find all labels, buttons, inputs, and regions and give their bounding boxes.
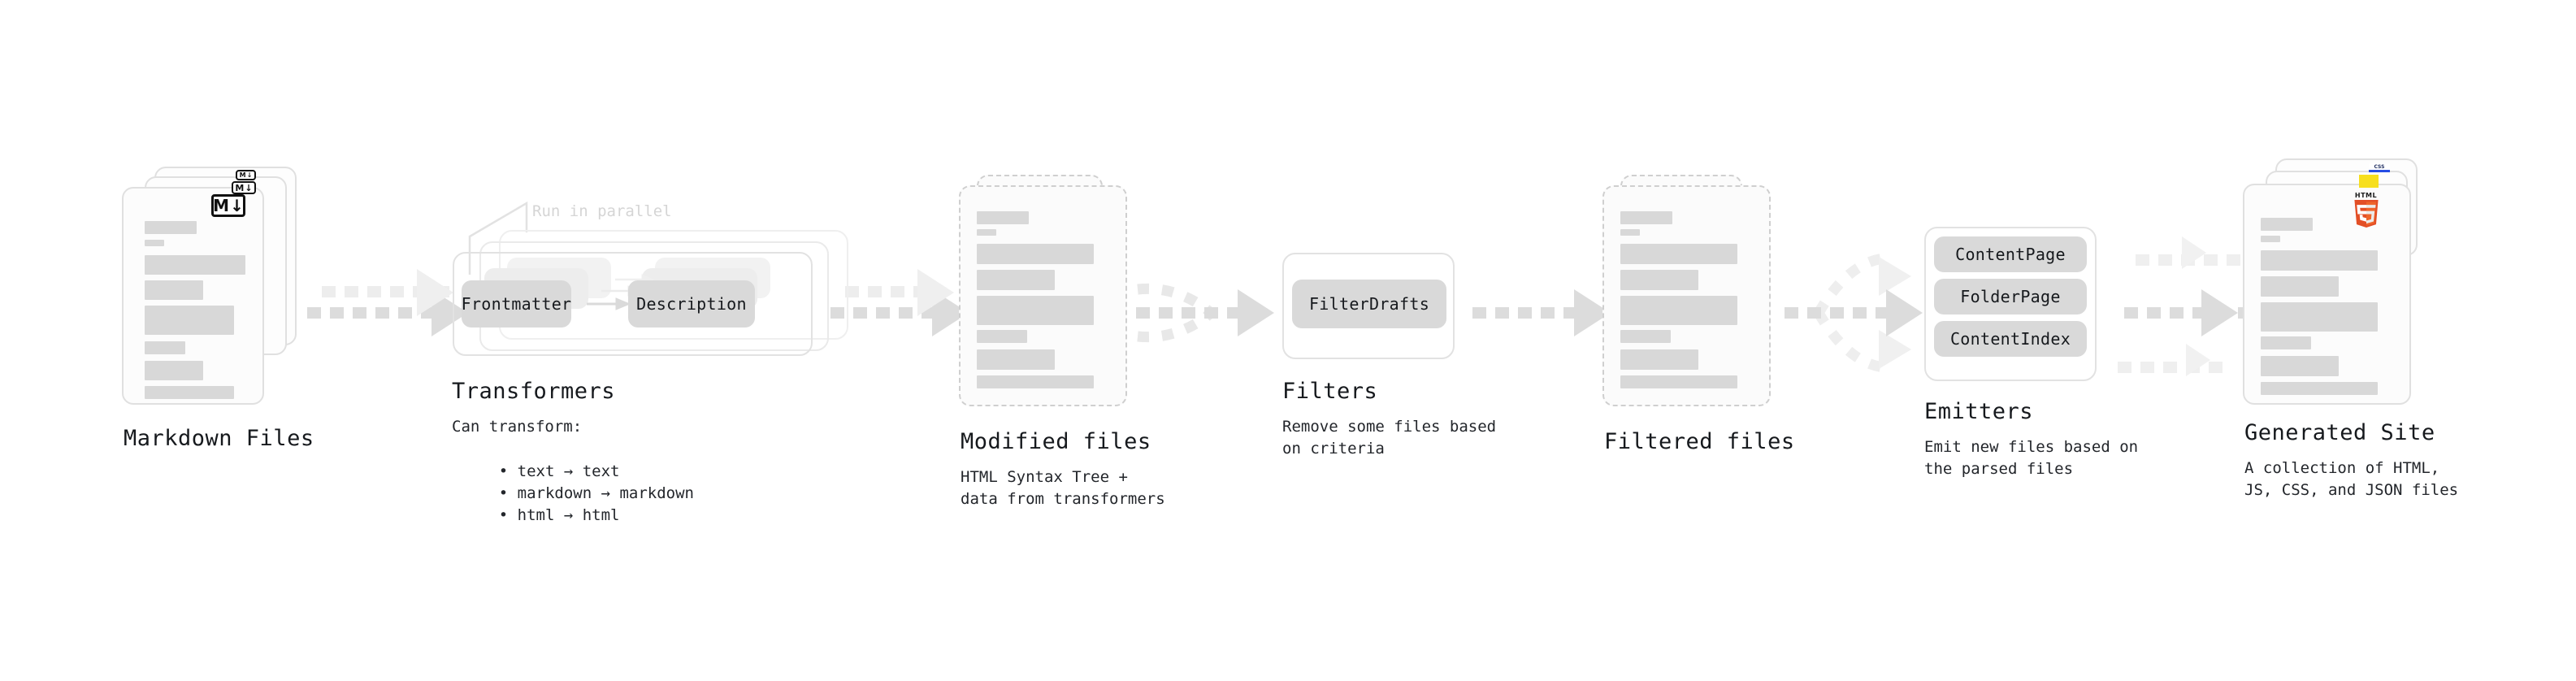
markdown-badge-arrow-icon: ↓: [245, 182, 253, 193]
markdown-badge-letter: M: [235, 182, 245, 193]
arrow-emitters-to-site: [2118, 236, 2252, 376]
markdown-badge-back-1: M↓: [232, 181, 256, 194]
doc-line: [1620, 375, 1737, 388]
transformers-desc-item-label: markdown → markdown: [517, 484, 694, 502]
modified-files-desc-line2: data from transformers: [961, 490, 1165, 508]
bullet-icon: •: [498, 484, 518, 502]
modified-files-stack: [959, 175, 1146, 419]
transformers-desc-item-2: • html → html: [462, 483, 620, 549]
generated-site-desc-line2: JS, CSS, and JSON files: [2244, 481, 2459, 499]
markdown-badge-letter: M: [239, 171, 246, 179]
generated-site-desc-line1: A collection of HTML,: [2244, 459, 2440, 477]
doc-line: [1620, 349, 1698, 370]
doc-line: [145, 240, 164, 246]
markdown-badge-front: M↓: [211, 194, 245, 217]
filters-group-box: [1282, 253, 1455, 359]
markdown-badge-letter: M: [213, 196, 230, 215]
emitters-desc-line2: the parsed files: [1924, 460, 2074, 478]
doc-line: [145, 341, 185, 354]
doc-line: [977, 270, 1055, 290]
generated-site-stack: CSS HTML: [2243, 158, 2430, 410]
doc-line: [1620, 244, 1737, 264]
doc-line: [2261, 250, 2378, 271]
css-badge-underline: [2369, 170, 2390, 172]
bullet-icon: •: [498, 506, 518, 524]
arrow-transformers-to-modified: [830, 269, 969, 336]
doc-line: [2261, 382, 2378, 395]
js-badge-icon: [2359, 175, 2379, 188]
run-in-parallel-annotation: Run in parallel: [532, 202, 672, 220]
doc-line: [977, 296, 1094, 325]
doc-line: [2261, 218, 2313, 231]
generated-site-title: Generated Site: [2244, 420, 2435, 445]
transformer-chip-frontmatter[interactable]: Frontmatter: [462, 280, 571, 327]
markdown-files-title: Markdown Files: [124, 426, 314, 451]
generated-card-front: [2243, 184, 2411, 405]
transformers-desc-head: Can transform:: [452, 418, 583, 436]
transformers-desc-item-1: • markdown → markdown: [462, 461, 694, 527]
html5-badge-label: HTML: [2354, 192, 2378, 199]
doc-line: [977, 375, 1094, 388]
filter-chip-filterdrafts[interactable]: FilterDrafts: [1292, 280, 1446, 328]
markdown-files-stack: M↓ M↓ M↓: [122, 167, 301, 414]
filtered-files-title: Filtered files: [1604, 429, 1795, 454]
doc-line: [977, 229, 996, 236]
doc-line: [2261, 356, 2339, 376]
doc-line: [1620, 229, 1640, 236]
emitters-group-box: [1924, 227, 2097, 381]
doc-line: [145, 280, 203, 300]
css-badge-icon: CSS: [2369, 163, 2390, 172]
emitter-chip-contentindex[interactable]: ContentIndex: [1934, 321, 2087, 357]
transformers-desc-item-0: • text → text: [462, 439, 620, 505]
markdown-badge-back-2: M↓: [236, 170, 256, 180]
transformers-title: Transformers: [452, 379, 616, 404]
doc-line: [977, 244, 1094, 264]
emitters-desc-line1: Emit new files based on: [1924, 438, 2139, 456]
doc-line: [977, 349, 1055, 370]
arrow-modified-to-filters: [1136, 283, 1274, 343]
arrow-markdown-to-transformers: [307, 269, 468, 336]
css-badge-label: CSS: [2374, 164, 2385, 170]
doc-line: [145, 306, 234, 335]
emitter-chip-contentpage[interactable]: ContentPage: [1934, 236, 2087, 272]
transformer-chip-description[interactable]: Description: [628, 280, 755, 327]
doc-line: [145, 386, 234, 399]
doc-line: [1620, 330, 1671, 343]
doc-line: [2261, 336, 2311, 349]
transformers-desc-item-label: text → text: [517, 462, 620, 480]
emitters-title: Emitters: [1924, 399, 2034, 424]
arrow-filtered-to-emitters: [1785, 253, 1923, 373]
markdown-badge-arrow-icon: ↓: [230, 196, 244, 215]
filters-title: Filters: [1282, 379, 1378, 404]
emitter-chip-folderpage[interactable]: FolderPage: [1934, 279, 2087, 314]
bullet-icon: •: [498, 462, 518, 480]
modified-card-front: [959, 185, 1127, 406]
html5-badge-icon: HTML: [2351, 193, 2381, 228]
markdown-card-front: [122, 187, 264, 405]
modified-files-title: Modified files: [961, 429, 1151, 454]
doc-line: [2261, 236, 2280, 242]
transformers-group-front: [453, 252, 813, 356]
filters-desc-line1: Remove some files based: [1282, 418, 1497, 436]
doc-line: [145, 361, 203, 380]
doc-line: [145, 221, 197, 234]
modified-files-desc-line1: HTML Syntax Tree +: [961, 468, 1128, 486]
doc-line: [1620, 211, 1672, 224]
arrow-filters-to-filtered: [1472, 289, 1611, 336]
doc-line: [1620, 270, 1698, 290]
doc-line: [145, 255, 245, 275]
doc-line: [2261, 276, 2339, 297]
filters-desc-line2: on criteria: [1282, 440, 1385, 458]
doc-line: [1620, 296, 1737, 325]
html5-shield-icon: [2353, 200, 2379, 228]
transformers-desc-item-label: html → html: [517, 506, 620, 524]
filtered-card-front: [1602, 185, 1771, 406]
markdown-badge-arrow-icon: ↓: [246, 171, 253, 179]
filtered-files-stack: [1602, 175, 1789, 419]
doc-line: [977, 330, 1027, 343]
doc-line: [2261, 302, 2378, 332]
doc-line: [977, 211, 1029, 224]
